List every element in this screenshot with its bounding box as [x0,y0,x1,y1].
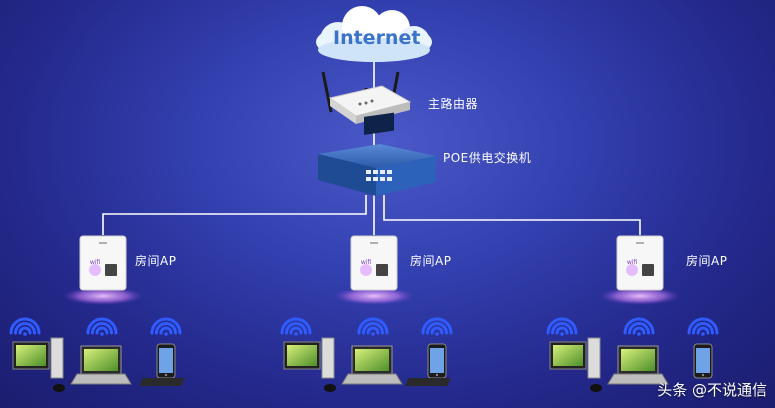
ap-label-1: 房间AP [135,254,177,268]
wifi-signal-icon [546,317,578,336]
smartphone-icon [693,343,713,379]
wifi-signal-icon [9,317,41,336]
laptop-icon [607,345,669,385]
ap-glow [600,287,680,305]
cloud-icon [316,6,432,62]
wifi-signal-icon [687,317,719,336]
ap-label-2: 房间AP [410,254,452,268]
access-point-icon: wifi [350,235,398,291]
access-point-icon: wifi [616,235,664,291]
wifi-signal-icon [421,317,453,336]
switch-label: POE供电交换机 [443,151,532,165]
ap-glow [63,287,143,305]
wifi-signal-icon [86,317,118,336]
desktop-pc-icon [139,337,336,392]
router-icon [321,71,412,125]
wifi-signal-icon [357,317,389,336]
router-label: 主路由器 [428,97,479,111]
internet-label: Internet [333,27,421,49]
laptop-icon [341,345,403,385]
ap-group-3: wifi [405,235,719,392]
ap-logo: wifi [361,259,372,266]
laptop-icon [70,345,132,385]
wifi-signal-icon [150,317,182,336]
smartphone-icon [156,343,176,379]
switch-icon [318,112,436,196]
desktop-pc-icon [405,337,602,392]
smartphone-icon [427,343,447,379]
link-switch-ap1 [102,195,367,235]
watermark: 头条 @不说通信 [657,381,767,399]
wifi-signal-icon [280,317,312,336]
ap-glow [334,287,414,305]
access-point-icon: wifi [79,235,127,291]
desktop-pc-icon [12,337,65,392]
link-switch-ap3 [383,195,641,235]
ap-label-3: 房间AP [686,254,728,268]
ap-group-2: wifi [139,235,453,392]
ap-logo: wifi [90,259,101,266]
ap-logo: wifi [627,259,638,266]
ap-group-1: wifi [9,235,182,392]
wifi-signal-icon [623,317,655,336]
